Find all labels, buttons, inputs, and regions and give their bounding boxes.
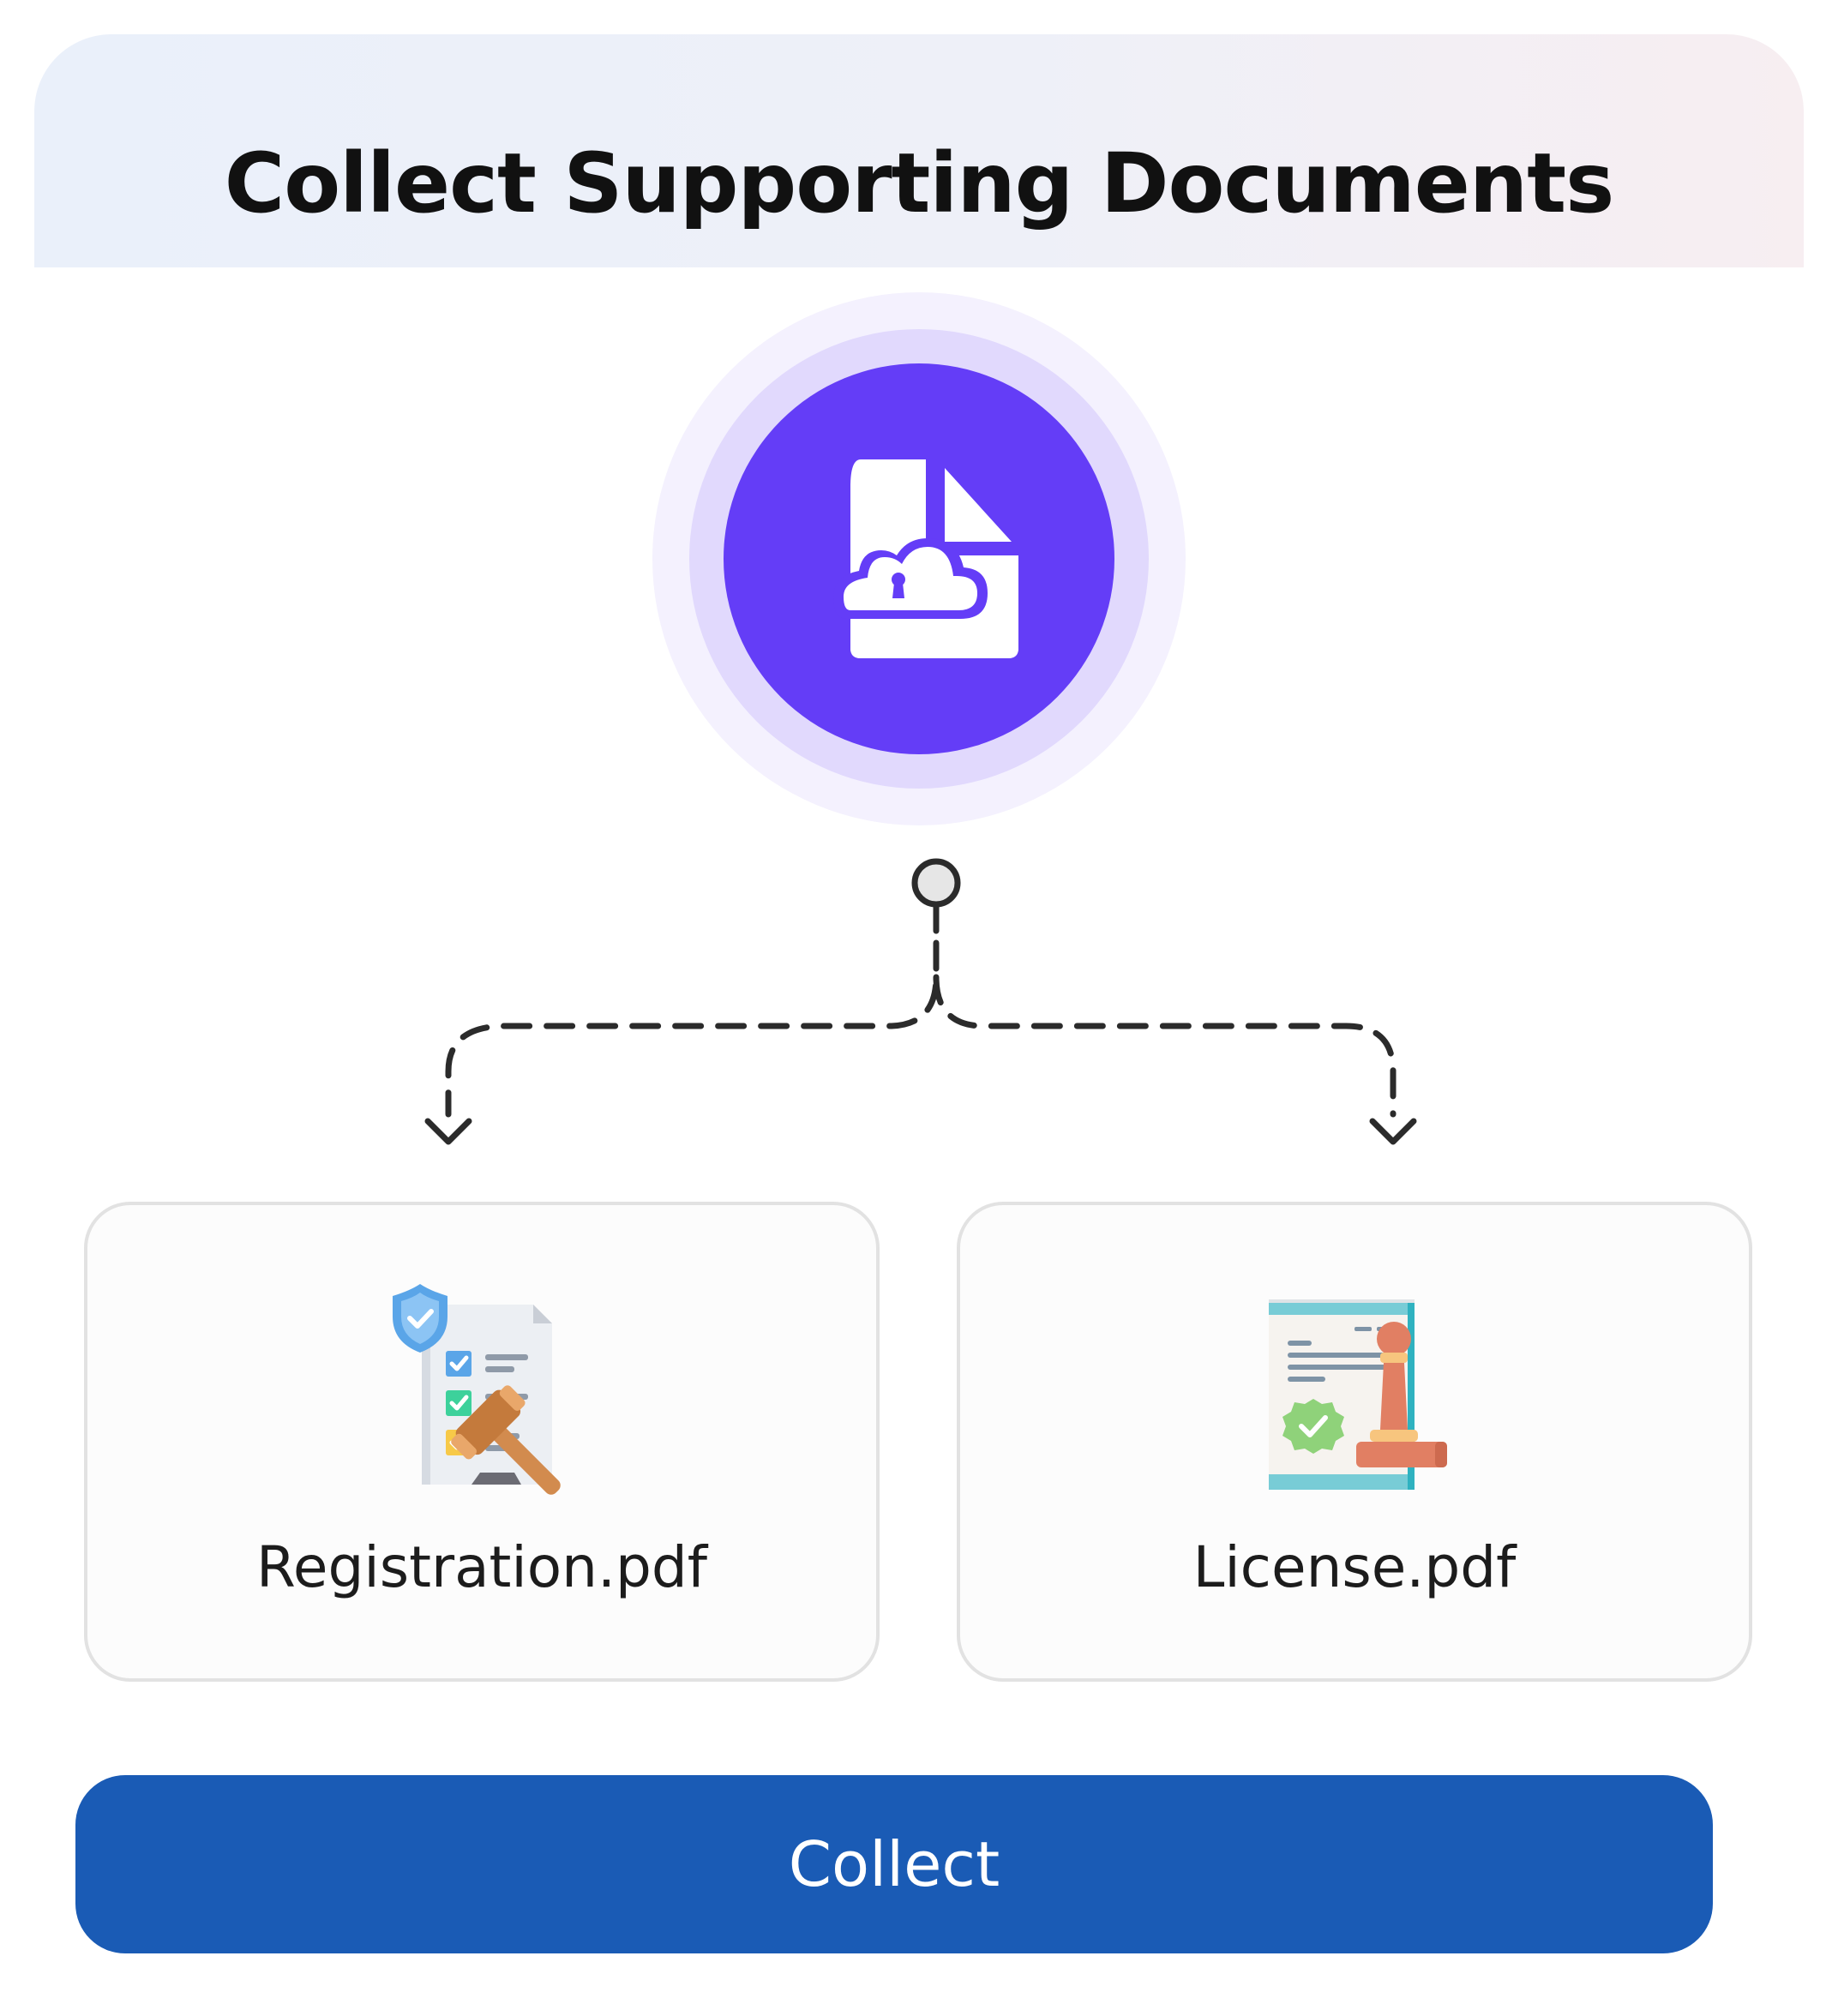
collect-button[interactable]: Collect (75, 1775, 1713, 1953)
page-header: Collect Supporting Documents (34, 34, 1804, 267)
page-title: Collect Supporting Documents (224, 135, 1614, 231)
certificate-stamp-icon (1269, 1299, 1447, 1490)
document-card-license[interactable]: License.pdf (957, 1202, 1752, 1682)
document-card-registration[interactable]: Registration.pdf (84, 1202, 880, 1682)
legal-checklist-gavel-icon (393, 1284, 561, 1495)
branch-arrows-icon (424, 858, 1417, 1145)
document-name: Registration.pdf (255, 1534, 707, 1600)
cloud-lock-document-icon (652, 292, 1186, 825)
document-name: License.pdf (1192, 1534, 1517, 1600)
